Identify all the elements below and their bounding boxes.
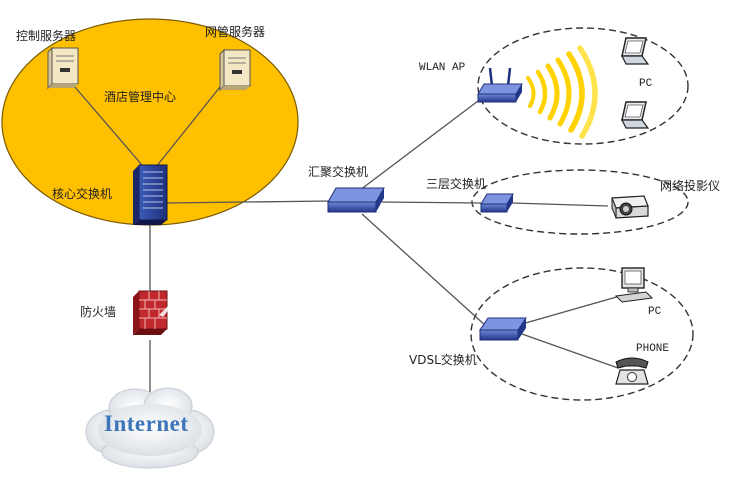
wifi-signal-icon — [526, 45, 598, 139]
vdsl-group-boundary — [470, 267, 694, 401]
switch-icon — [480, 193, 514, 213]
hotel-center-label: 酒店管理中心 — [104, 90, 177, 104]
internet-label: Internet — [104, 411, 189, 436]
wlan-pc-label: PC — [639, 78, 653, 90]
core-switch-icon — [133, 164, 168, 225]
vdsl-switch-label: VDSL交换机 — [409, 353, 477, 367]
switch-icon — [479, 317, 527, 341]
projector-group-boundary — [471, 169, 689, 235]
wlan-group-boundary — [477, 27, 689, 145]
switch-icon — [327, 187, 385, 213]
aggregation-switch-label: 汇聚交换机 — [308, 165, 369, 179]
layer3-switch-label: 三层交换机 — [426, 177, 487, 191]
server-icon — [219, 48, 251, 92]
phone-label: PHONE — [636, 343, 670, 355]
projector-icon — [611, 195, 649, 219]
server-icon — [47, 46, 79, 90]
network-links — [61, 71, 621, 392]
nms-server-label: 网管服务器 — [205, 25, 266, 39]
cloud-core — [98, 404, 202, 456]
desktop-pc-icon — [614, 267, 654, 303]
firewall-icon — [133, 290, 171, 335]
firewall-label: 防火墙 — [80, 305, 117, 319]
core-switch-label: 核心交换机 — [52, 187, 113, 201]
phone-icon — [615, 357, 649, 385]
access-point-icon — [477, 67, 523, 103]
vdsl-pc-label: PC — [648, 306, 662, 318]
control-server-label: 控制服务器 — [16, 29, 77, 43]
laptop-icon — [621, 37, 650, 65]
network-projector-label: 网络投影仪 — [660, 179, 721, 193]
laptop-icon — [621, 101, 650, 129]
wlan-ap-label: WLAN AP — [419, 62, 466, 74]
